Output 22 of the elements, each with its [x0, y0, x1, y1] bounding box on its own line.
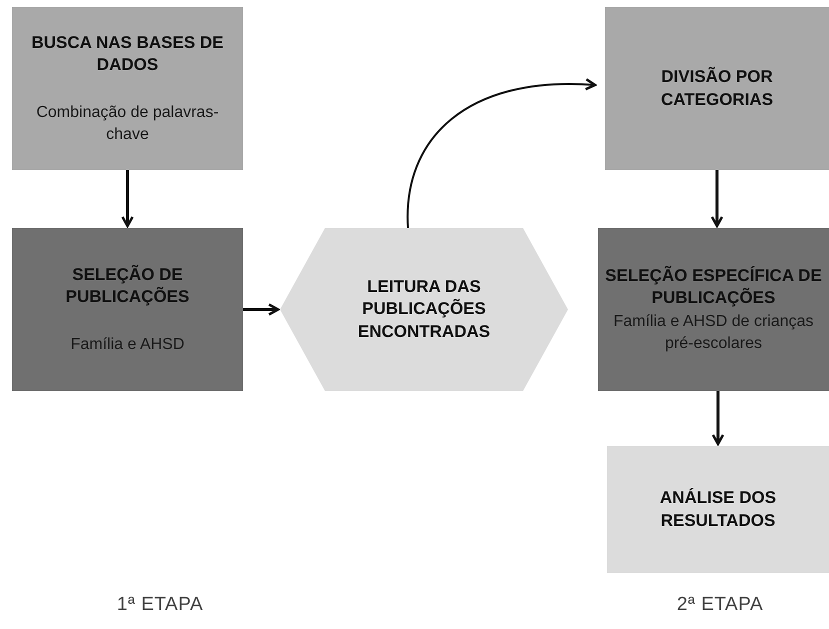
arrow	[712, 391, 724, 446]
process-box	[605, 7, 829, 170]
stage-label: 2ª ETAPA	[676, 594, 764, 616]
process-box	[598, 228, 829, 391]
node-title: DIVISÃO POR CATEGORIAS	[660, 66, 774, 110]
arrow	[710, 170, 724, 228]
hexagon-shape	[280, 228, 568, 391]
process-box	[12, 228, 243, 391]
stage-label: 1ª ETAPA	[116, 594, 204, 616]
arrow	[243, 303, 280, 316]
arrow	[121, 170, 134, 228]
node-description: Combinação de palavras-chave	[35, 103, 220, 145]
node-title: BUSCA NAS BASES DE DADOS	[30, 32, 225, 76]
process-box	[607, 446, 829, 573]
process-box	[12, 7, 243, 170]
arrow	[407, 78, 596, 228]
node-description: Família e AHSD	[70, 334, 184, 355]
node-description: Família e AHSD de crianças pré-escolares	[612, 312, 815, 354]
node-title: SELEÇÃO DE PUBLICAÇÕES	[64, 264, 190, 308]
node-title: LEITURA DAS PUBLICAÇÕES ENCONTRADAS	[356, 276, 492, 343]
node-title: ANÁLISE DOS RESULTADOS	[658, 487, 778, 532]
node-title: SELEÇÃO ESPECÍFICA DE PUBLICAÇÕES	[604, 264, 823, 309]
